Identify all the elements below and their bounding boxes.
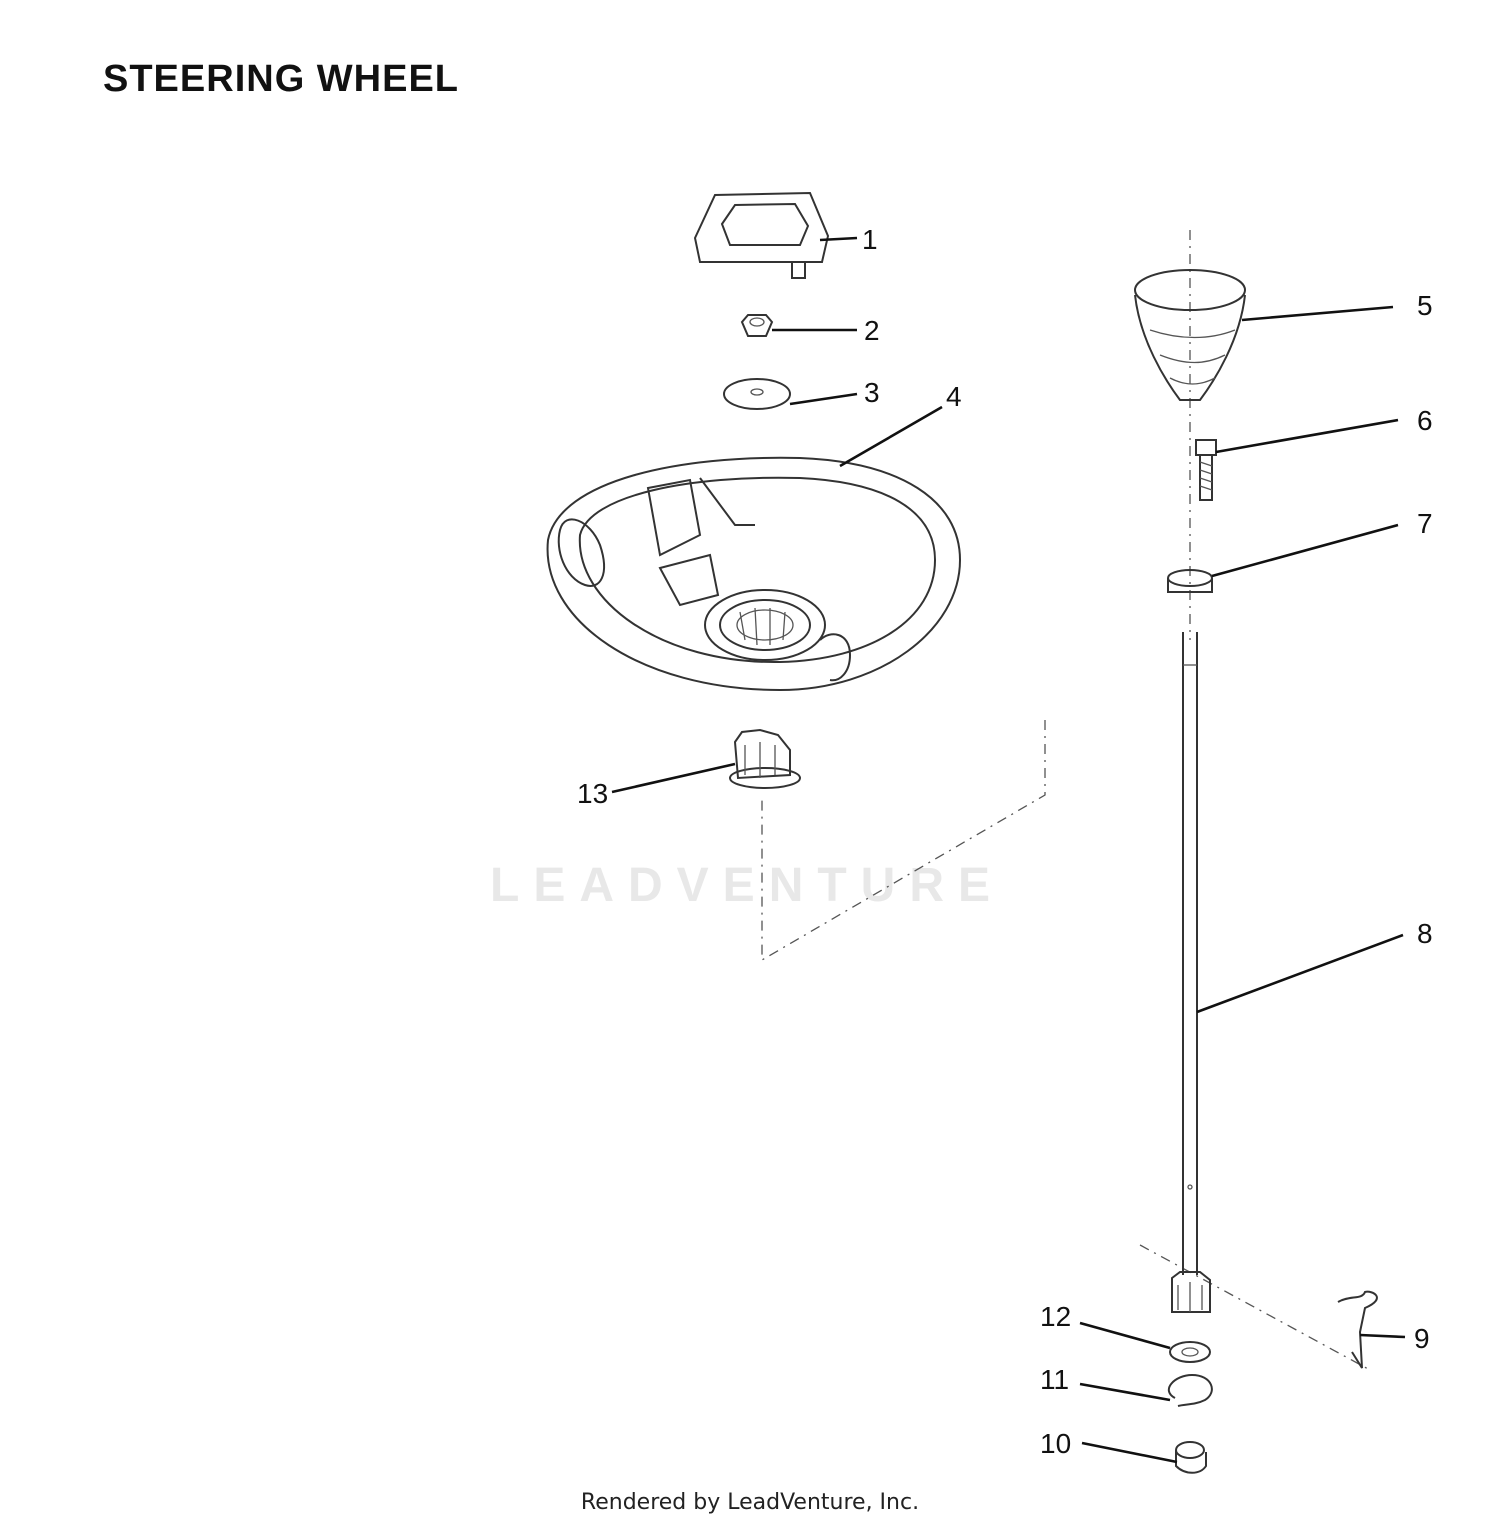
part-4-steering-wheel[interactable] (546, 456, 962, 692)
callout-2: 2 (864, 315, 880, 346)
watermark: LEADVENTURE (490, 859, 1005, 912)
callout-6: 6 (1417, 405, 1433, 436)
part-10-cap-nut[interactable] (1175, 1441, 1207, 1474)
callout-4: 4 (946, 381, 962, 412)
assembly-lines (761, 230, 1371, 1371)
part-5-boot[interactable] (1134, 269, 1246, 401)
callout-3: 3 (864, 377, 880, 408)
part-13-adapter[interactable] (729, 728, 801, 789)
callout-1: 1 (862, 224, 878, 255)
callout-13: 13 (577, 778, 608, 809)
callout-12: 12 (1040, 1301, 1071, 1332)
part-2-nut[interactable] (740, 314, 774, 337)
part-1-cap[interactable] (693, 191, 830, 279)
callout-8: 8 (1417, 918, 1433, 949)
part-9-clip[interactable] (1337, 1290, 1378, 1369)
diagram-title: STEERING WHEEL (103, 58, 460, 100)
footer-credit: Rendered by LeadVenture, Inc. (580, 1490, 920, 1515)
part-7-bushing[interactable] (1167, 569, 1213, 593)
callout-7: 7 (1417, 508, 1433, 539)
part-11-snap-ring[interactable] (1167, 1373, 1213, 1407)
callout-5: 5 (1417, 290, 1433, 321)
callout-10: 10 (1040, 1428, 1071, 1459)
part-12-washer[interactable] (1169, 1341, 1211, 1363)
leader-lines (611, 236, 1406, 1464)
callout-9: 9 (1414, 1323, 1430, 1354)
part-3-washer[interactable] (723, 378, 791, 410)
part-8-steering-shaft[interactable] (1171, 632, 1211, 1313)
part-6-bolt[interactable] (1195, 439, 1217, 501)
callout-11: 11 (1040, 1364, 1069, 1395)
